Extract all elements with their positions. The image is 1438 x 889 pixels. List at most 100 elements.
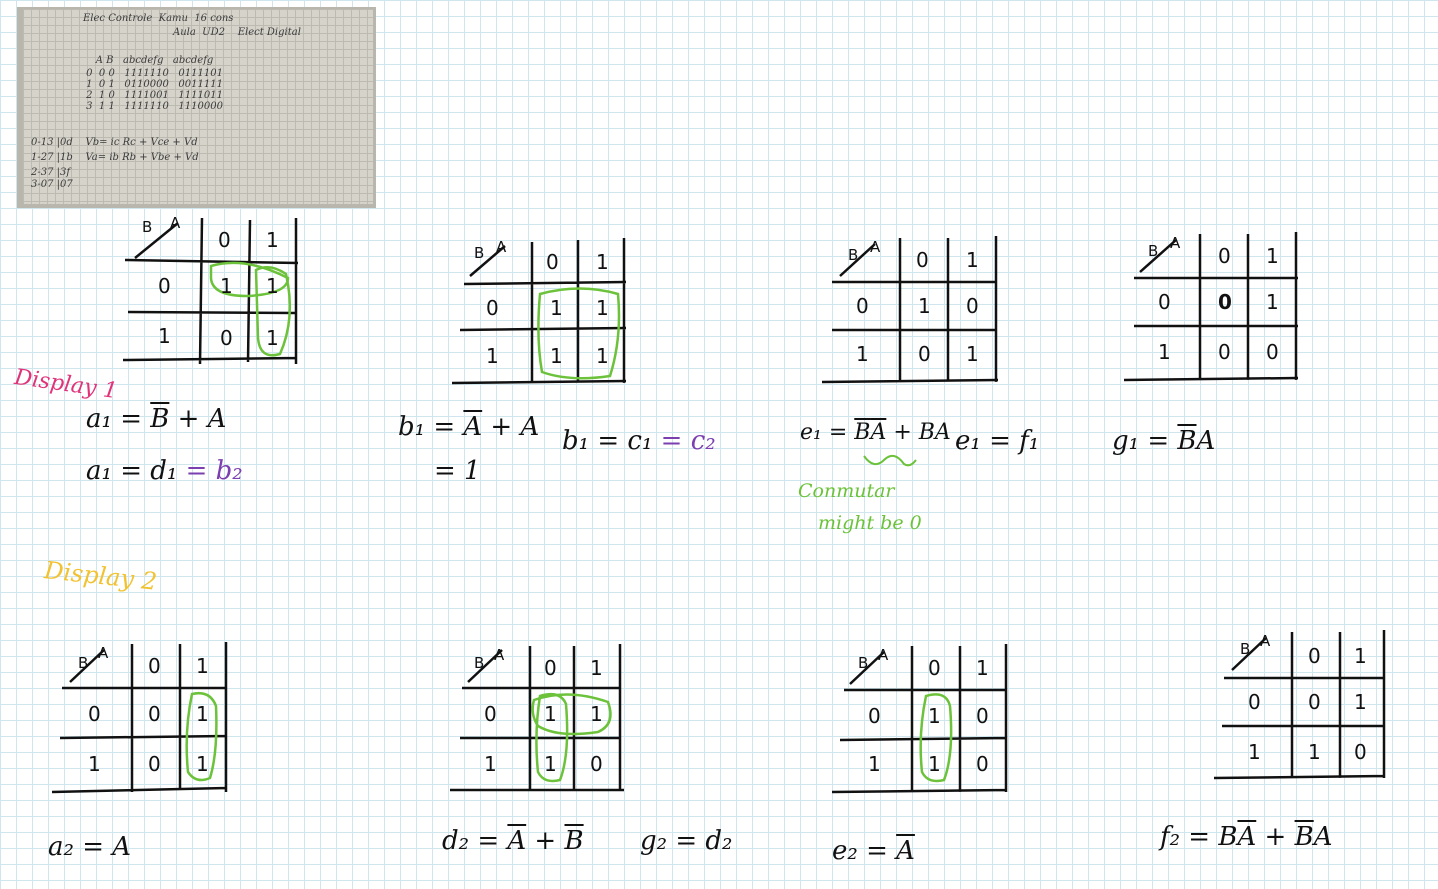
- photo-line: 1 0 1 0110000 0011111: [83, 79, 223, 90]
- kmap-col1: 1: [976, 656, 989, 680]
- kmap-cell: 0: [976, 704, 989, 728]
- equation-e2: e₂ = A: [832, 836, 915, 866]
- kmap-b-header: B: [142, 218, 153, 236]
- kmap-a-header: A: [1170, 234, 1181, 252]
- kmap-cell: 0: [1218, 290, 1232, 314]
- photo-line: 2-37 |3f: [31, 167, 71, 178]
- photo-line: 2 1 0 1111001 1111011: [83, 90, 223, 101]
- kmap-col1: 1: [266, 228, 279, 252]
- kmap-col0: 0: [928, 656, 941, 680]
- kmap-col0: 0: [148, 654, 161, 678]
- kmap-col1: 1: [196, 654, 209, 678]
- kmap-b-header: B: [1148, 242, 1159, 260]
- photo-line: 3-07 |07: [31, 179, 73, 190]
- kmap-row0: 0: [868, 704, 881, 728]
- kmap-col0: 0: [546, 250, 559, 274]
- kmap-row0: 0: [158, 274, 171, 298]
- equation-f2: f₂ = BA + BA: [1160, 822, 1333, 852]
- kmap-cell: 1: [550, 296, 563, 320]
- note-conmutar: Conmutar: [798, 480, 895, 502]
- kmap-a-header: A: [170, 214, 181, 232]
- kmap-cell: 0: [220, 326, 233, 350]
- kmap-cell: 0: [148, 702, 161, 726]
- photo-line: Elec Controle Kamu 16 cons: [83, 13, 234, 24]
- kmap-cell: 1: [220, 274, 233, 298]
- kmap-col0: 0: [218, 228, 231, 252]
- kmap-cell: 0: [976, 752, 989, 776]
- kmap-col0: 0: [544, 656, 557, 680]
- equation-a2: a₂ = A: [48, 832, 132, 862]
- kmap-col1: 1: [1354, 644, 1367, 668]
- kmap-row1: 1: [158, 324, 171, 348]
- kmap-row0: 0: [1158, 290, 1171, 314]
- kmap-cell: 1: [544, 752, 557, 776]
- kmap-b-header: B: [848, 246, 859, 264]
- kmap-cell: 0: [918, 342, 931, 366]
- equation-b1-one: = 1: [434, 456, 481, 486]
- kmap-row0: 0: [88, 702, 101, 726]
- kmap-b-header: B: [474, 244, 485, 262]
- kmap-cell: 1: [918, 294, 931, 318]
- kmap-cell: 1: [596, 344, 609, 368]
- equation-b1: b₁ = A + A: [398, 412, 540, 442]
- kmap-col1: 1: [596, 250, 609, 274]
- kmap-cell: 1: [196, 752, 209, 776]
- kmap-grid: [450, 644, 624, 792]
- photo-line: Aula UD2 Elect Digital: [173, 27, 301, 38]
- kmap-cell: 0: [590, 752, 603, 776]
- kmap-col1: 1: [590, 656, 603, 680]
- kmap-cell: 1: [596, 296, 609, 320]
- photo-line: 3 1 1 1111110 1110000: [83, 101, 223, 112]
- green-underline-squiggle: [863, 454, 917, 467]
- kmap-col1: 1: [1266, 244, 1279, 268]
- kmap-row0: 0: [484, 702, 497, 726]
- kmap-cell: 0: [1354, 740, 1367, 764]
- equation-d2: d₂ = A + B: [442, 826, 584, 856]
- kmap-row1: 1: [484, 752, 497, 776]
- photo-line: 0-13 |0d Vb= ic Rc + Vce + Vd: [31, 137, 198, 148]
- kmap-b-header: B: [858, 654, 869, 672]
- kmap-grid: [1123, 232, 1299, 382]
- kmap-cell: 0: [966, 294, 979, 318]
- equation-b1-c1: b₁ = c₁ = c₂: [562, 426, 716, 456]
- kmap-grid: [831, 644, 1008, 794]
- kmap-cell: 1: [966, 342, 979, 366]
- kmap-cell: 0: [1308, 690, 1321, 714]
- notes-photo: Elec Controle Kamu 16 cons Aula UD2 Elec…: [17, 7, 376, 208]
- kmap-grid: [51, 642, 228, 794]
- kmap-cell: 1: [266, 326, 279, 350]
- kmap-grid: [451, 238, 627, 385]
- kmap-a-header: A: [878, 646, 889, 664]
- notes-photo-paper: Elec Controle Kamu 16 cons Aula UD2 Elec…: [23, 9, 373, 204]
- kmap-col0: 0: [916, 248, 929, 272]
- equation-a1: a₁ = B + A: [86, 404, 227, 434]
- note-might-be-0: might be 0: [818, 512, 922, 534]
- photo-line: 0 0 0 1111110 0111101: [83, 68, 223, 79]
- kmap-row1: 1: [88, 752, 101, 776]
- kmap-grid: [122, 217, 299, 365]
- photo-line: A B abcdefg abcdefg: [83, 55, 214, 66]
- kmap-cell: 1: [590, 702, 603, 726]
- kmap-grid: [821, 236, 999, 384]
- display2-label: Display 2: [42, 556, 159, 596]
- photo-line: 1-27 |1b Va= ib Rb + Vbe + Vd: [31, 152, 199, 163]
- kmap-cell: 0: [1218, 340, 1231, 364]
- equation-g1: g₁ = BA: [1112, 426, 1216, 456]
- equation-a1-equals-d1: a₁ = d₁ = b₂: [86, 456, 243, 486]
- kmap-a-header: A: [98, 644, 109, 662]
- kmap-row0: 0: [1248, 690, 1261, 714]
- equation-e1: e₁ = BA + BA: [800, 420, 951, 445]
- kmap-cell: 1: [1308, 740, 1321, 764]
- kmap-row1: 1: [856, 342, 869, 366]
- kmap-grid: [1213, 630, 1386, 780]
- kmap-row1: 1: [1158, 340, 1171, 364]
- kmap-cell: 1: [1266, 290, 1279, 314]
- kmap-b-header: B: [78, 654, 89, 672]
- kmap-row1: 1: [868, 752, 881, 776]
- kmap-cell: 1: [928, 752, 941, 776]
- equation-g2: g₂ = d₂: [640, 826, 733, 856]
- equation-e1-f1: e₁ = f₁: [955, 426, 1040, 456]
- kmap-a-header: A: [496, 238, 507, 256]
- kmap-a-header: A: [870, 238, 881, 256]
- kmap-cell: 1: [550, 344, 563, 368]
